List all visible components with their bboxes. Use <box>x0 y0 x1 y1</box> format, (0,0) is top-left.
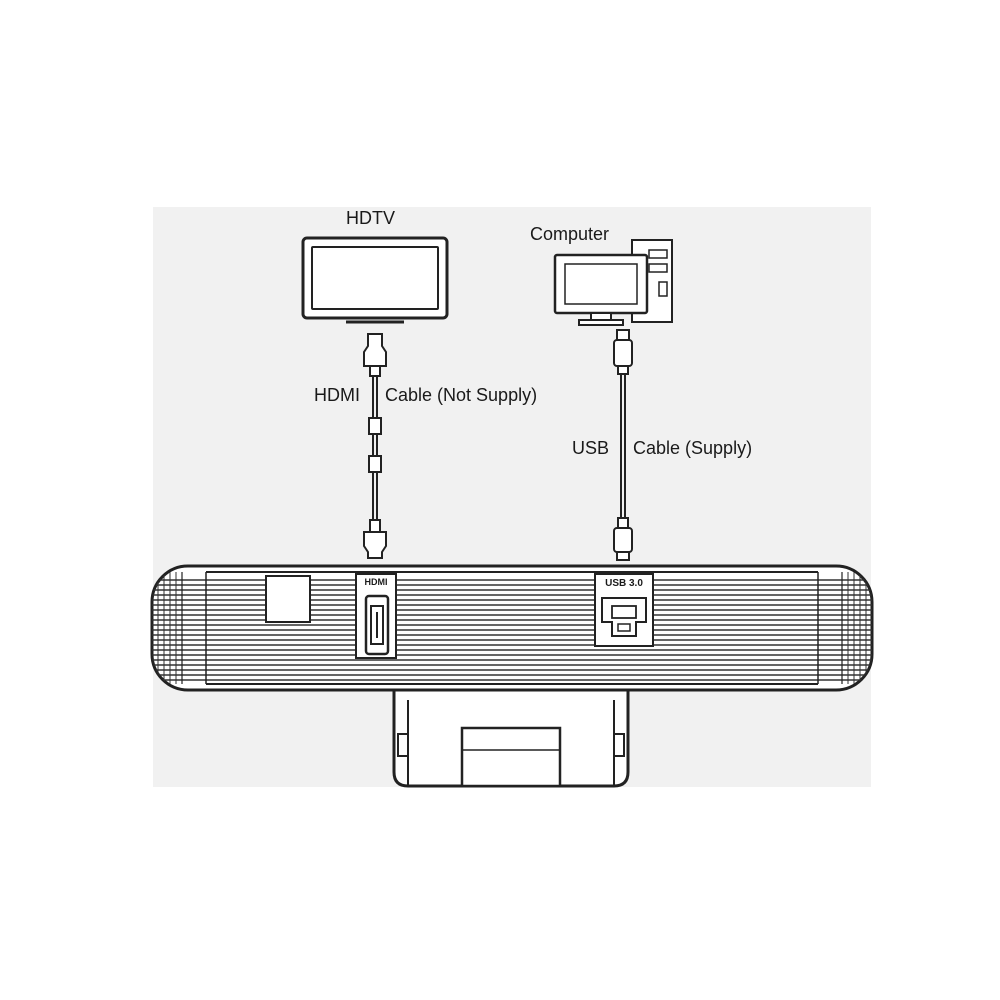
usb-cable-name: USB <box>572 438 610 458</box>
camera-bar <box>150 564 874 692</box>
computer-icon <box>553 239 673 326</box>
hdmi-port-label: HDMI <box>357 576 395 588</box>
usb-cable-note: Cable (Supply) <box>633 438 753 458</box>
hdtv-label: HDTV <box>346 208 395 228</box>
hdmi-cable-name: HDMI <box>314 385 360 405</box>
hdmi-port <box>355 573 397 659</box>
hdmi-cable <box>363 333 387 559</box>
usb-port-label: USB 3.0 <box>596 577 652 591</box>
usb-cable <box>613 329 633 561</box>
hdtv-icon <box>301 236 449 324</box>
camera-stand <box>392 686 630 788</box>
hdmi-cable-note: Cable (Not Supply) <box>385 385 538 405</box>
computer-label: Computer <box>530 224 610 244</box>
